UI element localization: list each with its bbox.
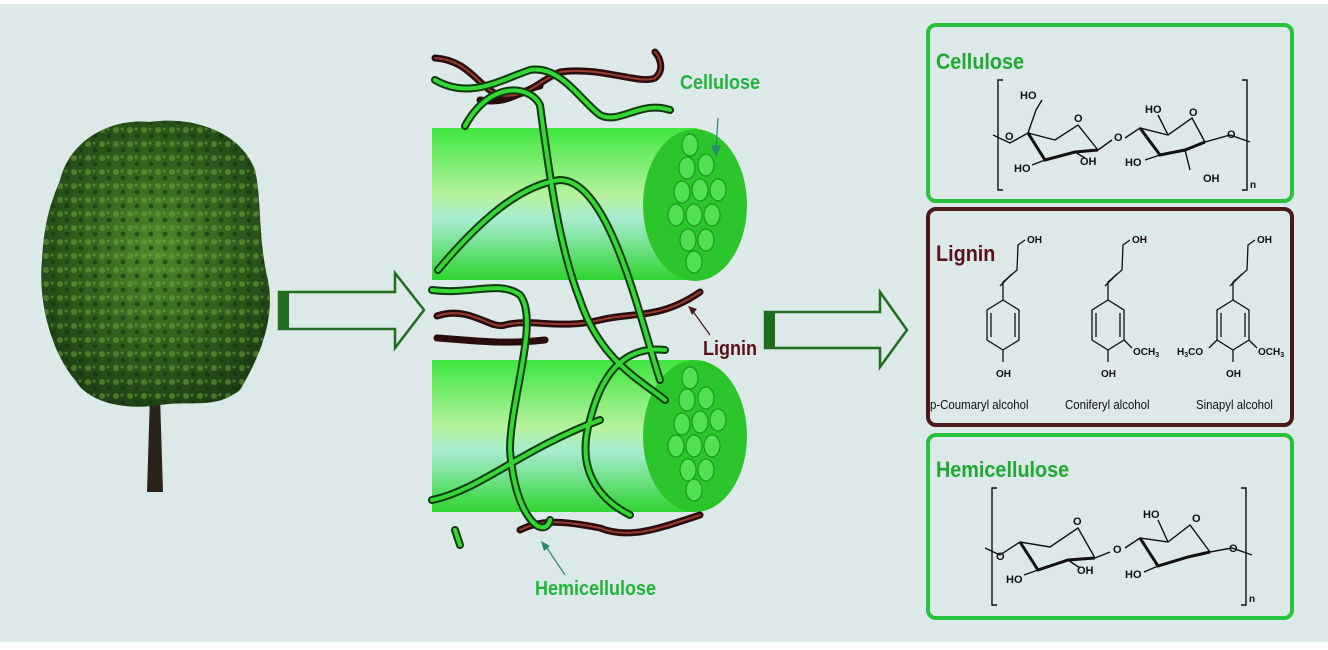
svg-text:HO: HO [1006,574,1023,586]
right-arrow-icon [763,288,909,371]
svg-text:O: O [1192,513,1201,525]
lignin-box-title: Lignin [936,241,996,266]
cellulose-fiber-label: Cellulose [680,72,761,94]
repeat-subscript: n [1249,594,1255,605]
svg-text:HO: HO [1143,509,1160,521]
svg-text:OH: OH [1027,235,1042,246]
hemicellulose-fiber-label: Hemicellulose [535,578,657,600]
microfibril-ends [667,133,727,274]
lignin-fiber-label: Lignin [703,338,757,360]
svg-text:OH: OH [1080,156,1097,168]
label-pointers [541,117,721,576]
coniferyl-structure [1091,239,1133,362]
cellulose-pointer [715,117,719,151]
svg-text:O: O [1229,543,1238,555]
monomer-label-coniferyl: Coniferyl alcohol [1065,397,1150,412]
svg-text:OH: OH [1257,235,1272,246]
lignin-box: Lignin [926,207,1294,427]
svg-text:OCH3: OCH3 [1258,347,1284,359]
bracket-left [997,79,1003,191]
tree-trunk [147,395,163,492]
hemicellulose-pointer [544,544,566,576]
bracket-right [1241,487,1247,606]
svg-text:HO: HO [1145,104,1162,116]
tree-icon [41,120,270,492]
bottom-border [0,642,1328,650]
monomer-label-p-coumaryl: p-Coumaryl alcohol [930,397,1029,412]
svg-text:O: O [1227,129,1236,141]
svg-text:HO: HO [1014,163,1031,175]
svg-text:O: O [1114,132,1123,144]
svg-text:HO: HO [1125,157,1142,169]
svg-text:O: O [1073,516,1082,528]
svg-text:OCH3: OCH3 [1133,347,1159,359]
svg-text:O: O [996,551,1005,563]
svg-text:O: O [1005,131,1014,143]
svg-text:OH: OH [996,369,1011,380]
svg-text:OH: OH [1203,173,1220,185]
repeat-subscript: n [1250,180,1256,191]
svg-text:OH: OH [1101,369,1116,380]
svg-text:OH: OH [1226,369,1241,380]
sinapyl-structure [1208,239,1258,362]
chem-group: HO [1020,90,1037,102]
svg-text:OH: OH [1132,235,1147,246]
svg-text:HO: HO [1125,569,1142,581]
monomer-label-sinapyl: Sinapyl alcohol [1196,397,1273,412]
svg-text:O: O [1113,544,1122,556]
lignin-pointer [691,309,711,336]
svg-text:H3CO: H3CO [1177,347,1203,359]
cellulose-box-title: Cellulose [936,49,1025,74]
microfibril-ends [667,366,727,502]
p-coumaryl-structure [986,239,1026,362]
svg-text:OH: OH [1077,565,1094,577]
bracket-right [1242,79,1248,191]
hemicellulose-strands [428,65,674,549]
hemicellulose-box: Hemicellulose [926,433,1294,620]
cellulose-box: Cellulose [926,23,1294,203]
top-border [0,0,1328,4]
svg-text:O: O [1074,113,1083,125]
bracket-left [991,487,997,606]
right-arrow-icon [277,269,426,352]
hemicellulose-box-title: Hemicellulose [936,457,1070,482]
svg-text:O: O [1189,107,1198,119]
